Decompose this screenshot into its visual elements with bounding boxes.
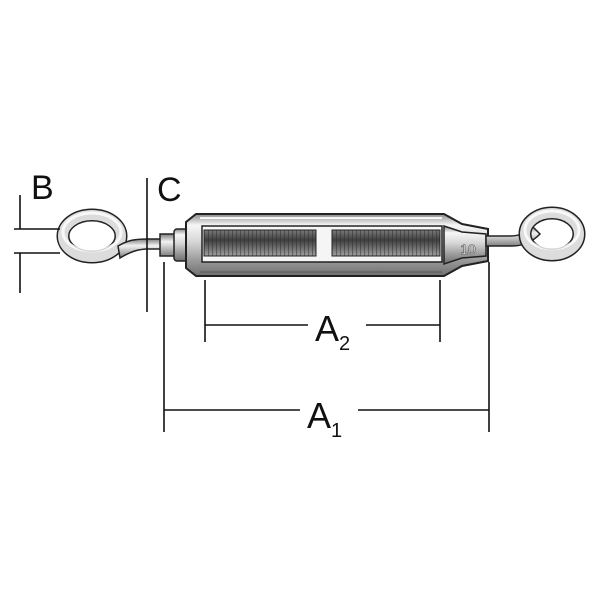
label-a2: A2 [315,308,350,355]
right-threaded-rod [331,229,441,257]
label-a1-subscript: 1 [331,420,342,442]
label-a2-subscript: 2 [339,333,350,355]
turnbuckle-body: 10 [185,213,489,277]
right-eye-bolt [485,206,586,262]
body-marking: 10 [460,241,476,257]
label-b: B [31,169,54,207]
dimension-lines [14,178,490,432]
left-threaded-rod [203,229,317,257]
label-c: C [157,171,182,209]
label-a1: A1 [307,395,342,442]
turnbuckle-illustration: 10 [56,206,586,277]
label-a2-letter: A [315,308,339,349]
left-eye-bolt [56,208,163,264]
label-a1-letter: A [307,395,331,436]
